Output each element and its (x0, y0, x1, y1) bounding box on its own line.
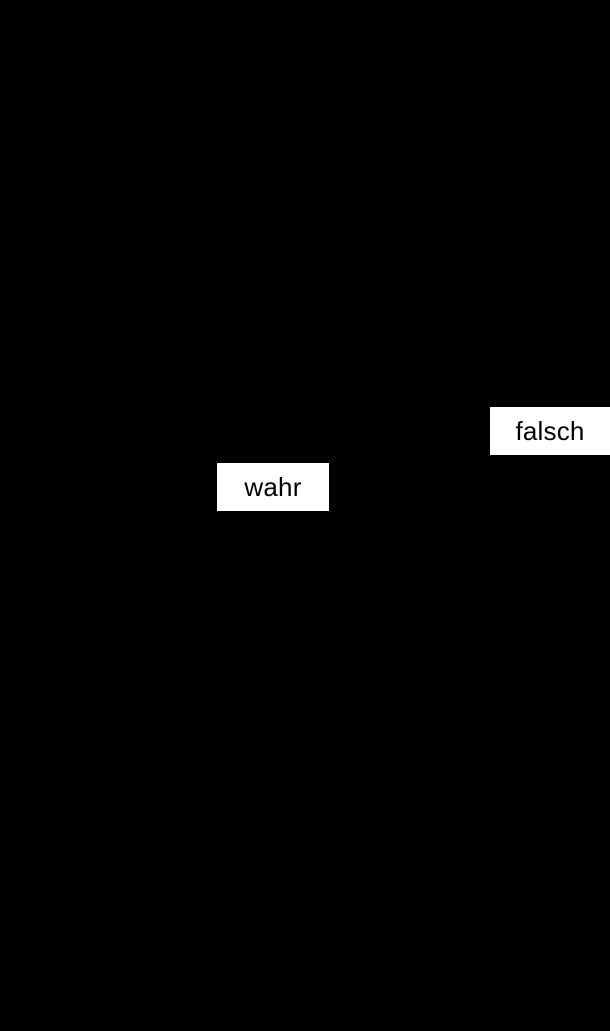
answer-button-falsch[interactable]: falsch (490, 407, 610, 455)
answer-button-wahr[interactable]: wahr (217, 463, 329, 511)
